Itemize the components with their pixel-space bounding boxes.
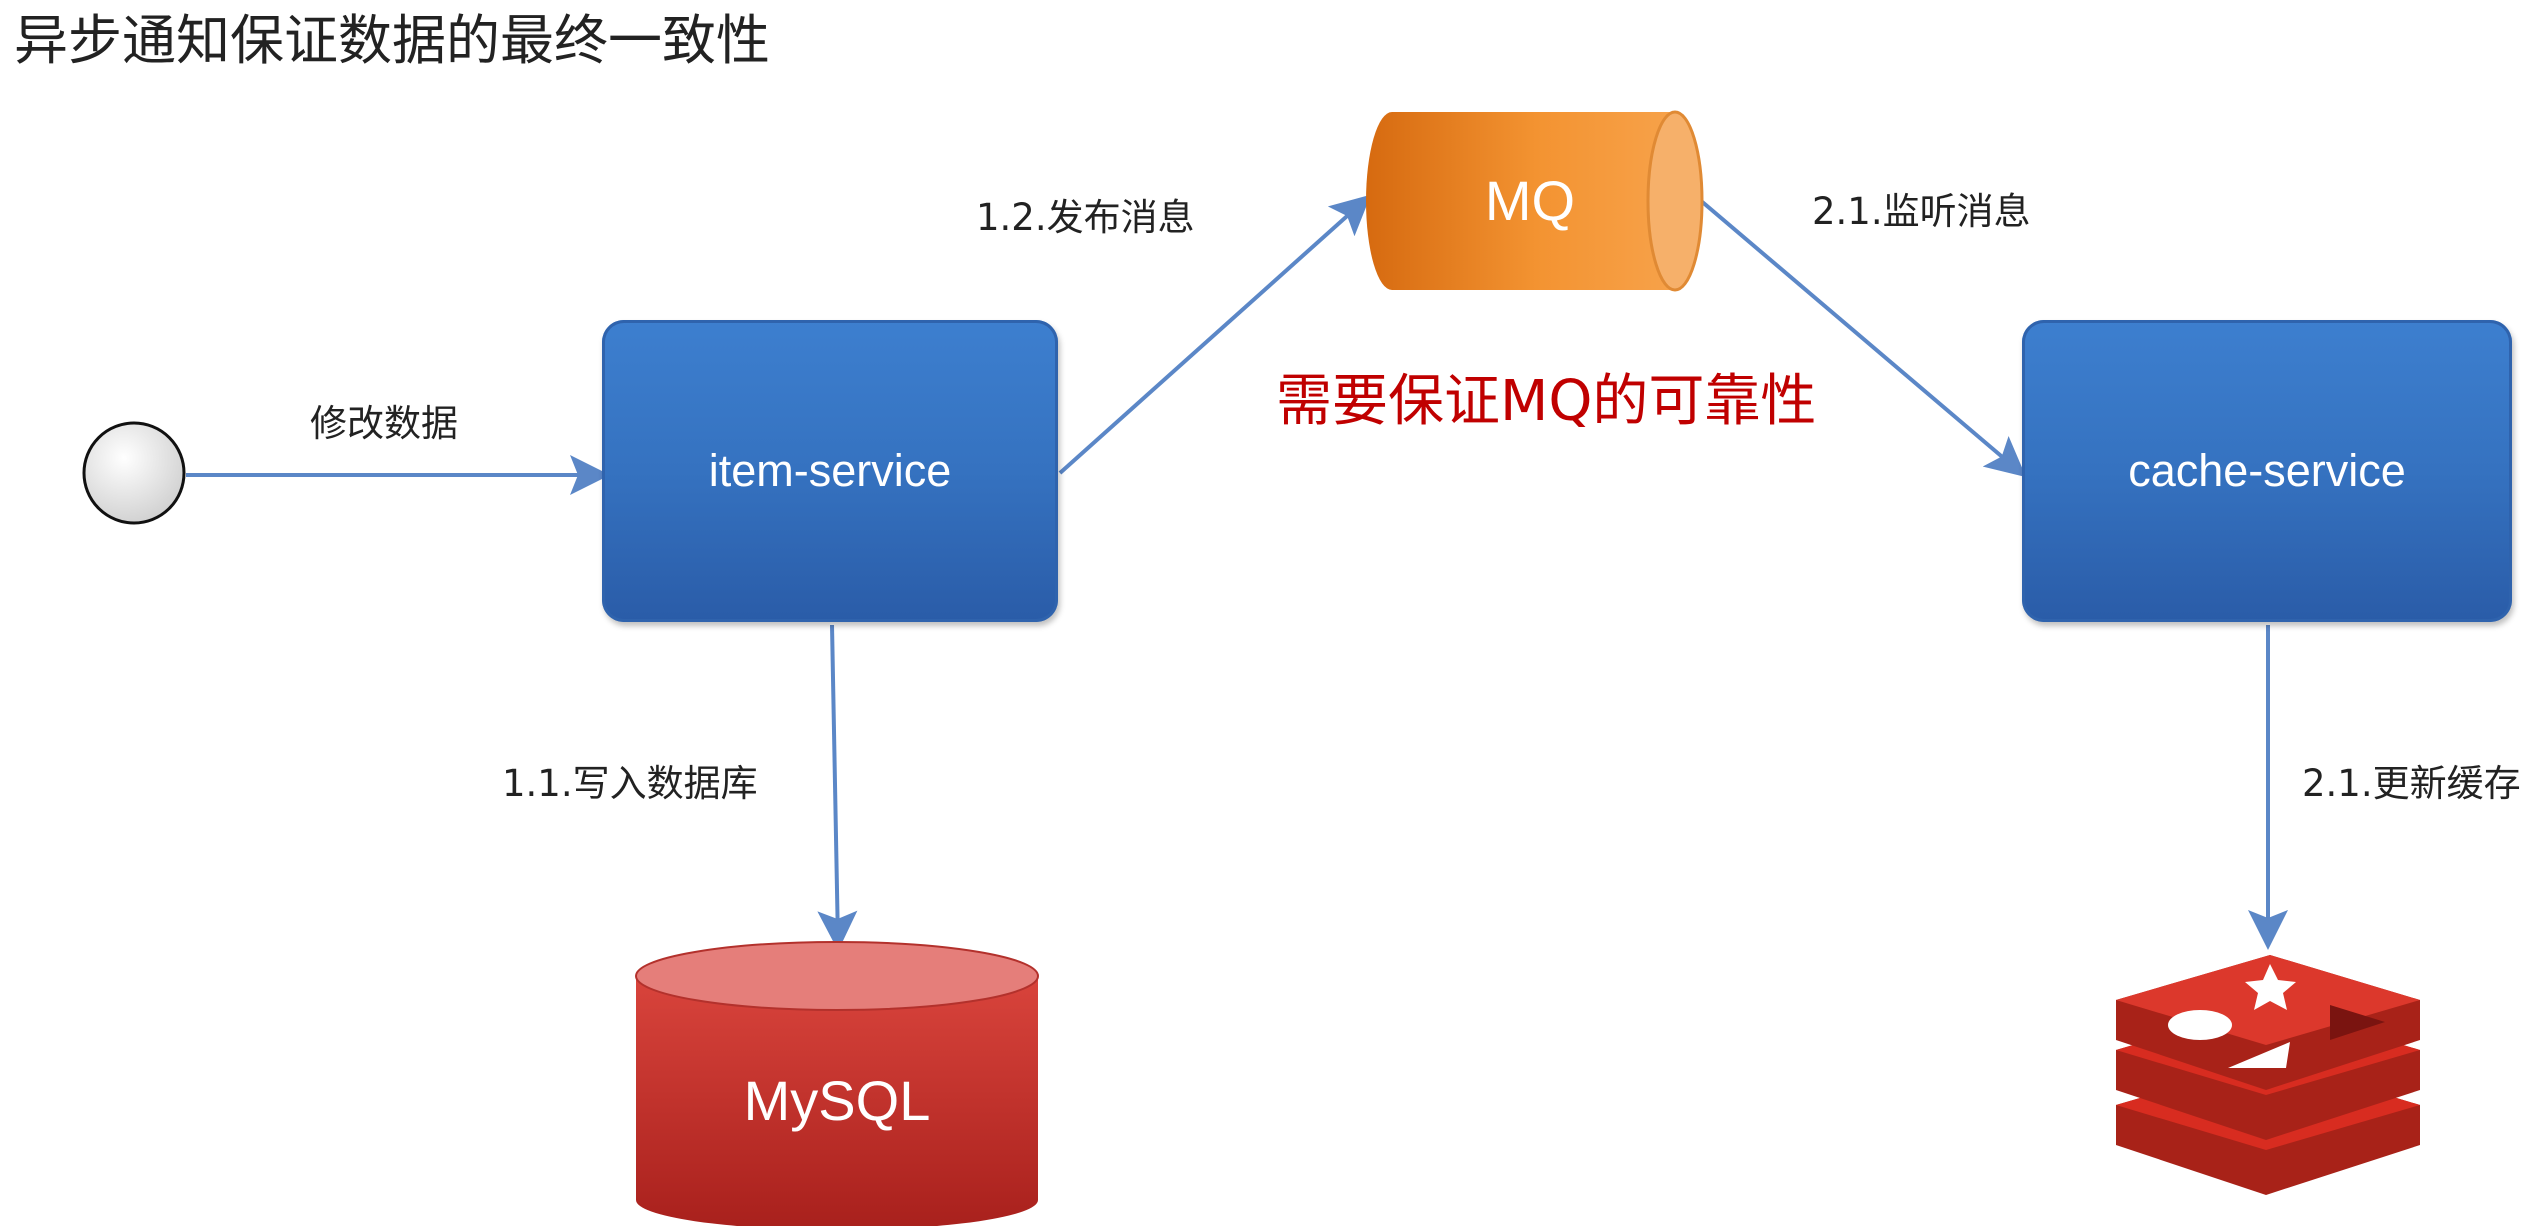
edge-label-update-cache: 2.1.更新缓存 — [2302, 762, 2521, 805]
arrow-publish — [1058, 194, 1371, 475]
redis-icon — [2116, 955, 2420, 1195]
reliability-note: 需要保证MQ的可靠性 — [1276, 369, 1817, 434]
mysql-label: MySQL — [743, 1069, 931, 1132]
arrow-write-db — [817, 624, 858, 951]
mysql-database-shape — [635, 941, 1039, 1226]
page-title: 异步通知保证数据的最终一致性 — [14, 9, 770, 72]
arrow-listen — [1698, 198, 2027, 478]
item-service-node: item-service — [602, 320, 1058, 622]
edge-label-listen: 2.1.监听消息 — [1812, 190, 2031, 233]
cache-service-node: cache-service — [2022, 320, 2512, 622]
start-node — [82, 421, 186, 525]
mq-queue-shape — [1366, 110, 1704, 292]
item-service-label: item-service — [708, 445, 952, 496]
edge-label-modify-data: 修改数据 — [310, 402, 458, 445]
cache-service-label: cache-service — [2128, 445, 2406, 496]
mq-label: MQ — [1484, 169, 1576, 232]
edge-label-publish: 1.2.发布消息 — [976, 196, 1195, 239]
edge-label-write-db: 1.1.写入数据库 — [502, 762, 758, 805]
